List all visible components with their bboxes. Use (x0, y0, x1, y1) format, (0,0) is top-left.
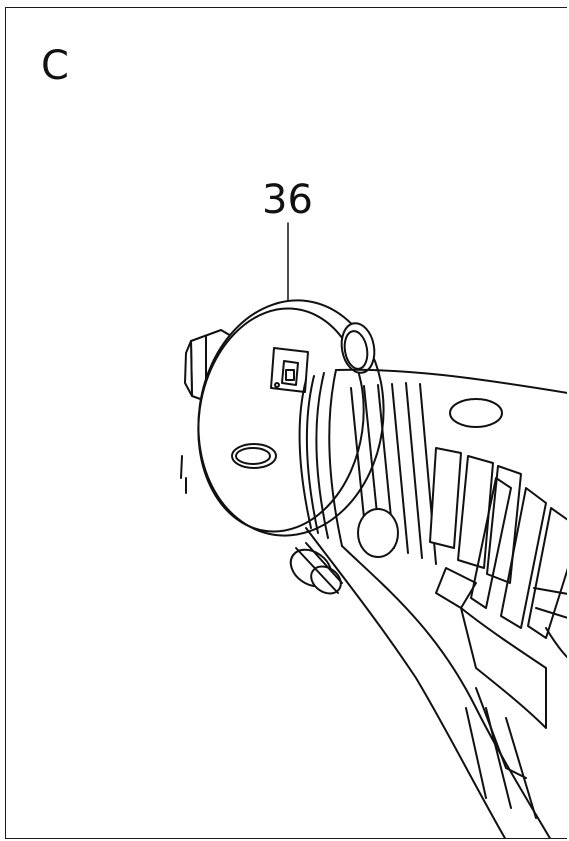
panel-label: C (41, 43, 69, 89)
collar-rings (298, 369, 343, 547)
callout-number-36: 36 (262, 177, 313, 223)
motor-housing (305, 368, 567, 838)
adjustment-wheel (289, 542, 343, 595)
flange-disc (180, 299, 385, 537)
tool-line-drawing (180, 222, 567, 838)
figure-frame: C 36 (5, 7, 567, 839)
switch-icon (270, 347, 309, 393)
